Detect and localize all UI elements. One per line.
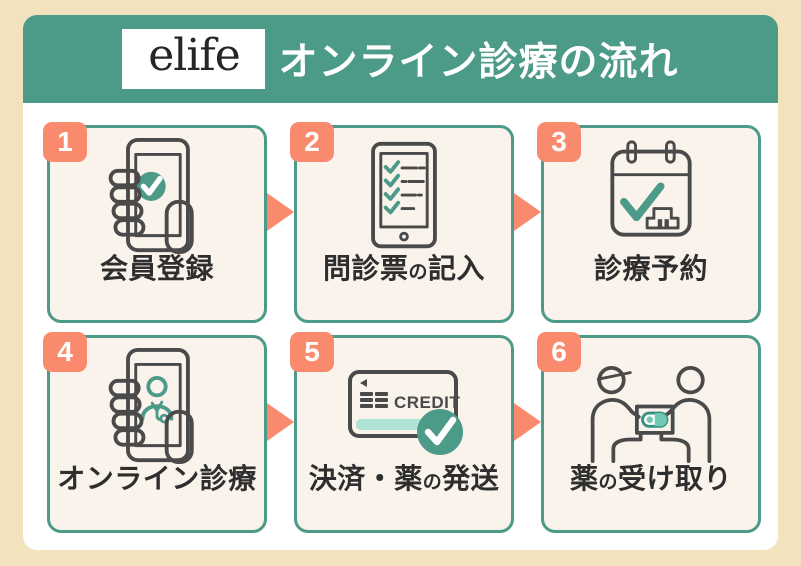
credit-card-text: CREDIT: [394, 393, 460, 412]
page-title: オンライン診療の流れ: [278, 41, 679, 84]
steps-row-1: 1 会員登録: [43, 122, 761, 323]
step-3-label: 診療予約: [593, 253, 708, 284]
flow-arrow-icon: [267, 193, 294, 231]
steps-grid: 1 会員登録: [23, 103, 778, 533]
step-card-1: 1 会員登録: [43, 122, 267, 323]
credit-card-check-icon: CREDIT: [297, 338, 511, 464]
arrow-triangle: [514, 193, 541, 231]
step-5-number-badge: 5: [290, 332, 334, 372]
step-1-label: 会員登録: [99, 253, 214, 284]
phone-check-icon: [50, 128, 264, 254]
arrow-triangle: [514, 403, 541, 441]
step-card-5: 5 CREDIT: [290, 332, 514, 533]
flow-arrow-icon: [267, 403, 294, 441]
step-4-label: オンライン診療: [57, 463, 257, 494]
medicine-handoff-icon: [544, 338, 758, 464]
step-2-label: 問診票の記入: [322, 253, 486, 284]
step-6-label: 薬の受け取り: [569, 463, 733, 494]
phone-doctor-icon: [50, 338, 264, 464]
elife-logo: elife: [122, 29, 266, 89]
step-6-number-badge: 6: [537, 332, 581, 372]
step-5-label: 決済・薬の発送: [308, 463, 500, 494]
step-card-3: 3 診療予約: [537, 122, 761, 323]
header: elife オンライン診療の流れ: [23, 15, 778, 103]
step-3-number-badge: 3: [537, 122, 581, 162]
step-card-4: 4: [43, 332, 267, 533]
arrow-triangle: [267, 193, 294, 231]
flow-arrow-icon: [514, 193, 541, 231]
flow-arrow-icon: [514, 403, 541, 441]
step-card-6: 6: [537, 332, 761, 533]
tablet-checklist-icon: [297, 128, 511, 254]
steps-row-2: 4: [43, 332, 761, 533]
step-card-2: 2: [290, 122, 514, 323]
step-1-number-badge: 1: [43, 122, 87, 162]
logo-text: elife: [148, 30, 241, 81]
main-panel: elife オンライン診療の流れ 1: [23, 15, 778, 550]
step-2-number-badge: 2: [290, 122, 334, 162]
arrow-triangle: [267, 403, 294, 441]
calendar-check-icon: [544, 128, 758, 254]
step-4-number-badge: 4: [43, 332, 87, 372]
